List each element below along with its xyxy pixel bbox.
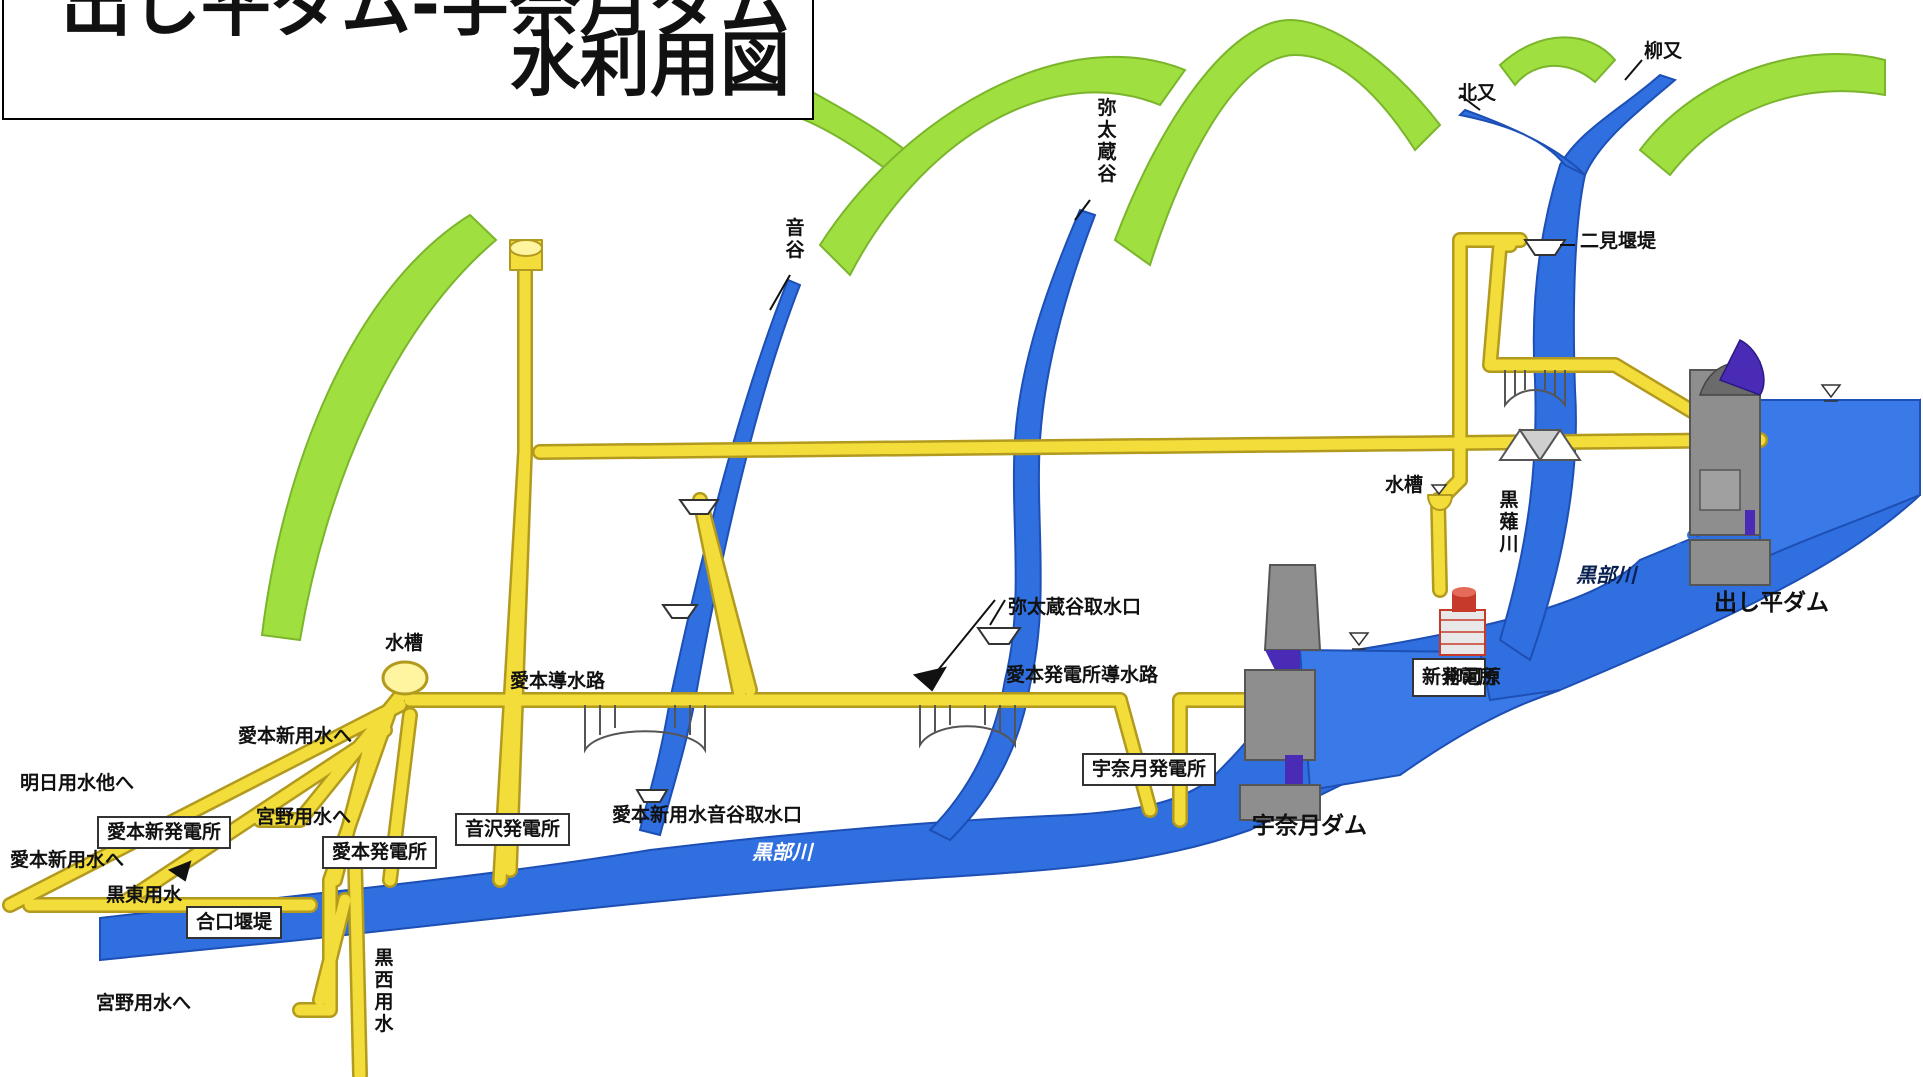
box-goukuchi-entei: 合口堰堤 [186,906,283,939]
aqueducts [584,370,1566,754]
label-dashidaira-dam: 出し平ダム [1714,590,1829,616]
surge-tower-upper-top [509,239,543,257]
box-aimoto-shin-station: 愛本新発電所 [97,816,232,849]
box-unazuki-station: 宇奈月発電所 [1082,753,1217,786]
water-level-markers [1348,384,1842,650]
label-miyano-yousui-he-2: 宮野用水へ [96,992,192,1014]
label-aimoto-shinyousui-he: 愛本新用水へ [238,725,353,747]
suisou-lower-tank [381,660,429,696]
label-kurobe-river-upper: 黒部川 [1576,563,1636,587]
label-kurohigashi-yousui: 黒東用水 [106,884,183,906]
label-otodani: 音谷 [785,217,805,261]
waterfall-drop [1675,543,1685,553]
mountain-far-right [1638,53,1886,177]
box-shin-yanagawara-col1: 新発電所 [1422,666,1499,688]
label-aimoto-dousuiro: 愛本導水路 [510,670,606,692]
label-aimoto-hatsudensho-dousuiro: 愛本発電所導水路 [1006,664,1159,686]
kuronagi-river [1498,73,1677,662]
mountain-peak-small [1498,36,1617,87]
mountain-left [260,213,498,642]
label-miyano-yousui-he-1: 宮野用水へ [256,806,352,828]
box-shin-yanagawara-col2: 柳河原 [1444,666,1502,688]
label-asahi-yousui-hoka-he: 明日用水他へ [20,772,135,794]
rivers [99,73,1921,962]
label-aimoto-shinyousui-he-2: 愛本新用水へ [10,849,125,871]
kitamata-river [1457,108,1586,176]
label-yanagimata: 柳又 [1644,40,1683,62]
label-futami-entei: 二見堰堤 [1580,230,1657,252]
suisou-upper-tank [1427,494,1453,511]
label-yatazoudani-intake: 弥太蔵谷取水口 [1008,596,1142,618]
label-yatazoudani: 弥太蔵谷 [1097,97,1117,185]
unazuki-reservoir [1298,648,1561,792]
label-kuronishi-yousui: 黒西用水 [374,947,394,1035]
intakes [635,239,1567,803]
leader-lines [769,59,1643,626]
title-box: 出し平ダム-宇奈月ダム 水利用図 [2,0,814,120]
label-kuronagi-gawa: 黒薙川 [1499,489,1519,555]
mountains [260,18,1886,642]
flow-arrows [167,599,996,882]
box-shin-yanagawara-station: 新発電所柳河原 [1412,658,1502,697]
label-suisou-upper: 水槽 [1385,474,1424,496]
label-otodani-intake: 愛本新用水音谷取水口 [612,804,803,826]
title-line-1: 出し平ダム-宇奈月ダム [60,0,790,46]
unazuki-dam-structure [1239,564,1322,821]
label-unazuki-dam: 宇奈月ダム [1252,813,1367,839]
title-line-2: 水利用図 [510,24,790,106]
label-kitamata: 北又 [1458,82,1497,104]
box-otozawa-station: 音沢発電所 [455,813,571,846]
yatazoudani-stream [928,208,1097,842]
mountain-right [1113,18,1442,267]
dashidaira-dam-structure [1689,338,1771,586]
gates [1498,428,1582,462]
mountain-small [798,86,907,174]
mountain-center [818,55,1187,277]
label-kurobe-river-lower: 黒部川 [752,840,812,864]
shin-yanagawara-station-structure [1439,587,1486,656]
label-suisou-lower: 水槽 [385,632,424,654]
box-aimoto-station: 愛本発電所 [322,836,438,869]
